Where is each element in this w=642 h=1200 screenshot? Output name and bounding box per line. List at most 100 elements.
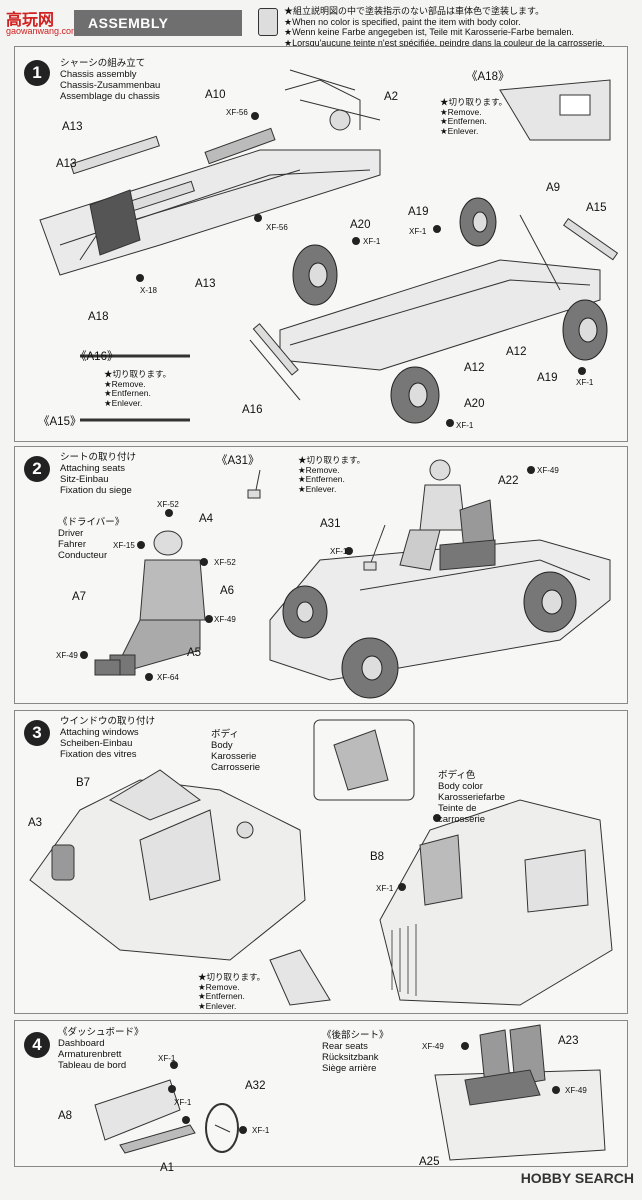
part-a31: A31 (320, 518, 341, 530)
body-en: Body (211, 740, 233, 751)
step-2-title-de: Sitz-Einbau (60, 474, 109, 485)
color-xf49-driver: XF-49 (214, 615, 236, 624)
part-a7: A7 (72, 591, 87, 603)
paint-can-icon (258, 8, 278, 36)
driver-fr: Conducteur (58, 550, 108, 561)
color-xf49-seat: XF-49 (537, 466, 559, 475)
color-xf15: XF-15 (113, 541, 135, 550)
color-xf1-dash-mid: XF-1 (174, 1098, 192, 1107)
remove-fr: ★Enlever. (298, 483, 337, 494)
dashboard-fr: Tableau de bord (58, 1060, 127, 1071)
color-xf1-b: XF-1 (409, 227, 427, 236)
driver-en: Driver (58, 528, 84, 539)
step-1-title-de: Chassis-Zusammenbau (60, 80, 161, 91)
color-xf1-dash-top: XF-1 (158, 1054, 176, 1063)
step-1-title-jp: シャーシの組み立て (60, 58, 146, 69)
remove-de: ★Entfernen. (440, 116, 487, 126)
part-a20-bot: A20 (464, 398, 485, 410)
color-xf1: XF-1 (330, 547, 348, 556)
step-1-number: 1 (24, 60, 50, 86)
color-xf1: XF-1 (376, 884, 394, 893)
remove-de: ★Entfernen. (104, 388, 151, 398)
watermark-url: gaowanwang.com (6, 26, 79, 36)
sub-a16: 《A16》 (75, 351, 119, 363)
step-3-title-en: Attaching windows (60, 727, 139, 738)
remove-note-a18: ★切り取ります。★Remove. ★Entfernen.★Enlever. (440, 97, 508, 136)
sub-a31: 《A31》 (216, 455, 260, 467)
remove-jp: ★切り取ります。 (298, 455, 366, 465)
part-a12-a: A12 (464, 362, 485, 374)
dashboard-jp: 《ダッシュボード》 (58, 1027, 144, 1038)
part-a1: A1 (160, 1162, 175, 1174)
remove-jp: ★切り取ります。 (198, 972, 266, 982)
remove-note-body: ★切り取ります。★Remove. ★Entfernen.★Enlever. (198, 972, 266, 1011)
color-xf56-top: XF-56 (226, 108, 248, 117)
color-xf1-d: XF-1 (456, 421, 474, 430)
step-1-title-en: Chassis assembly (60, 69, 137, 80)
step-3-title-de: Scheiben-Einbau (60, 738, 133, 749)
part-a23: A23 (558, 1035, 579, 1047)
part-a13-top: A13 (62, 121, 83, 133)
rear-seats-de: Rücksitzbank (322, 1052, 379, 1063)
sub-a15: 《A15》 (38, 416, 82, 428)
color-xf52-bot: XF-52 (214, 558, 236, 567)
color-xf49-rear-side: XF-49 (565, 1086, 587, 1095)
body-color-jp: ボディ色 (438, 770, 476, 781)
driver-title: 《ドライバー》 Driver Fahrer Conducteur (58, 517, 124, 561)
part-a18: A18 (88, 311, 109, 323)
part-a25: A25 (419, 1156, 440, 1168)
color-xf49-boot: XF-49 (56, 651, 78, 660)
part-a5: A5 (187, 647, 202, 659)
step-4-number: 4 (24, 1032, 50, 1058)
remove-en: ★Remove. (298, 464, 340, 475)
part-a13-bot: A13 (195, 278, 216, 290)
dashboard-de: Armaturenbrett (58, 1049, 122, 1060)
remove-en: ★Remove. (104, 378, 146, 389)
color-xf52-top: XF-52 (157, 500, 179, 509)
part-b7: B7 (76, 777, 91, 789)
note-de: ★Wenn keine Farbe angegeben ist, Teile m… (284, 27, 574, 37)
color-xf1-wheel: XF-1 (252, 1126, 270, 1135)
remove-de: ★Entfernen. (298, 474, 345, 484)
part-a6: A6 (220, 585, 235, 597)
part-a4: A4 (199, 513, 214, 525)
part-a20-top: A20 (350, 219, 371, 231)
color-xf1-a: XF-1 (363, 237, 381, 246)
part-a22: A22 (498, 475, 519, 487)
remove-fr: ★Enlever. (440, 125, 479, 136)
part-a32: A32 (245, 1080, 266, 1092)
step-3-title: ウインドウの取り付け Attaching windows Scheiben-Ei… (60, 716, 155, 760)
body-color-de: Karosseriefarbe (438, 792, 506, 803)
part-b8: B8 (370, 851, 385, 863)
part-a19-bot: A19 (537, 372, 558, 384)
assembly-title: ASSEMBLY (88, 15, 169, 31)
driver-de: Fahrer (58, 539, 86, 550)
part-a10: A10 (205, 89, 226, 101)
color-xf56-bot: XF-56 (266, 223, 288, 232)
rear-seats-title: 《後部シート》 Rear seats Rücksitzbank Siège ar… (322, 1030, 389, 1074)
part-a8: A8 (58, 1110, 73, 1122)
remove-en: ★Remove. (198, 981, 240, 992)
body-color-en: Body color (438, 781, 483, 792)
remove-jp: ★切り取ります。 (440, 97, 508, 107)
remove-fr: ★Enlever. (104, 397, 143, 408)
step-3-title-jp: ウインドウの取り付け (60, 716, 156, 727)
part-a9: A9 (546, 182, 561, 194)
watermark-logo: 高玩网 (6, 12, 55, 29)
rear-seats-jp: 《後部シート》 (322, 1030, 389, 1041)
remove-note-a31: ★切り取ります。★Remove. ★Entfernen.★Enlever. (298, 455, 366, 494)
body-fr: Carrosserie (211, 762, 261, 773)
note-fr: ★Lorsqu'aucune teinte n'est spécifiée, p… (284, 37, 605, 48)
step-2-title-en: Attaching seats (60, 463, 125, 474)
part-a12-b: A12 (506, 346, 527, 358)
body-label: ボディ Body Karosserie Carrosserie (211, 729, 260, 773)
step-3-title-fr: Fixation des vitres (60, 749, 137, 760)
remove-note-a16: ★切り取ります。★Remove. ★Entfernen.★Enlever. (104, 369, 172, 408)
hobby-search-logo: HOBBY SEARCH (520, 1170, 634, 1186)
color-xf1-c: XF-1 (576, 378, 594, 387)
remove-jp: ★切り取ります。 (104, 369, 172, 379)
assembly-header: ASSEMBLY (74, 10, 242, 36)
body-color-fr-1: Teinte de (438, 803, 477, 814)
part-a19-top: A19 (408, 206, 429, 218)
